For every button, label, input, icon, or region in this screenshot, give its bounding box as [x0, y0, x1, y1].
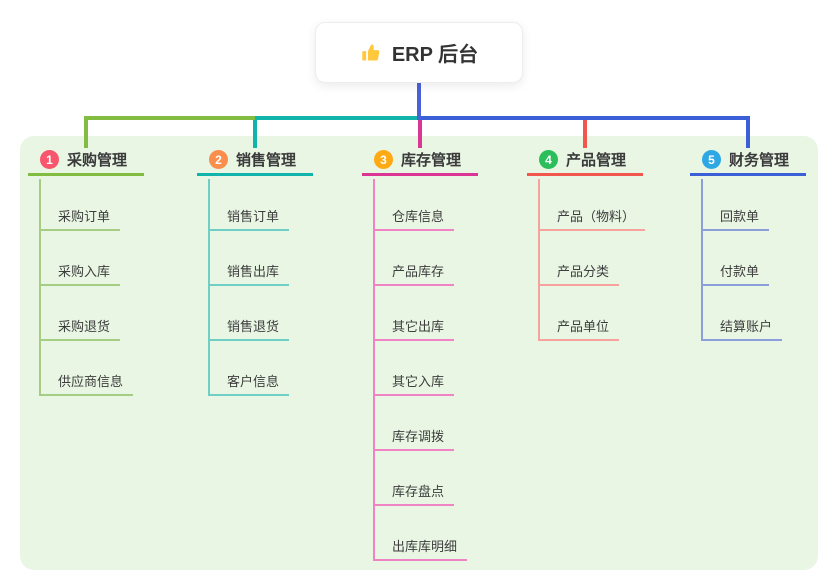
- branches-panel: [20, 136, 818, 570]
- child-node-label: 采购退货: [58, 319, 111, 334]
- child-node-label: 采购入库: [58, 264, 111, 279]
- child-node[interactable]: 客户信息: [208, 368, 290, 396]
- child-node-label: 付款单: [720, 264, 760, 279]
- child-node-label: 采购订单: [58, 209, 111, 224]
- child-node-label: 产品单位: [557, 319, 610, 334]
- child-node-label: 产品库存: [392, 264, 445, 279]
- branch-3-trunk-line: [373, 179, 375, 561]
- child-node[interactable]: 回款单: [701, 203, 770, 231]
- branch-4-title[interactable]: 4 产品管理: [527, 146, 643, 176]
- branch-2-title[interactable]: 2 销售管理: [197, 146, 313, 176]
- branch-1-badge: 1: [40, 150, 59, 169]
- branch-1-trunk-line: [39, 179, 41, 396]
- branch-5-drop-line: [746, 116, 750, 148]
- child-node[interactable]: 结算账户: [701, 313, 783, 341]
- branch-4-badge: 4: [539, 150, 558, 169]
- child-node[interactable]: 销售退货: [208, 313, 290, 341]
- top-bar-left-segment: [84, 116, 255, 120]
- branch-3-badge: 3: [374, 150, 393, 169]
- child-node[interactable]: 仓库信息: [373, 203, 455, 231]
- branch-3-title[interactable]: 3 库存管理: [362, 146, 478, 176]
- child-node-label: 其它入库: [392, 374, 445, 389]
- branch-5-title[interactable]: 5 财务管理: [690, 146, 806, 176]
- branch-5-trunk-line: [701, 179, 703, 341]
- child-node-label: 结算账户: [720, 319, 773, 334]
- root-label: ERP 后台: [391, 44, 479, 66]
- child-node-label: 销售订单: [227, 209, 280, 224]
- child-node-label: 销售出库: [227, 264, 280, 279]
- child-node[interactable]: 供应商信息: [39, 368, 134, 396]
- top-bar-middle-segment: [255, 116, 420, 120]
- child-node-label: 库存调拨: [392, 429, 445, 444]
- child-node[interactable]: 采购订单: [39, 203, 121, 231]
- child-node[interactable]: 采购入库: [39, 258, 121, 286]
- branch-4-trunk-line: [538, 179, 540, 341]
- child-node-label: 产品分类: [557, 264, 610, 279]
- child-node-label: 出库库明细: [392, 539, 458, 554]
- branch-3-label: 库存管理: [401, 152, 462, 169]
- root-stem-line: [417, 83, 421, 120]
- child-node-label: 其它出库: [392, 319, 445, 334]
- branch-5-label: 财务管理: [729, 152, 790, 169]
- child-node-label: 库存盘点: [392, 484, 445, 499]
- child-node[interactable]: 产品（物料）: [538, 203, 646, 231]
- child-node[interactable]: 产品分类: [538, 258, 620, 286]
- branch-3-drop-line: [418, 120, 422, 148]
- branch-2-trunk-line: [208, 179, 210, 396]
- child-node[interactable]: 采购退货: [39, 313, 121, 341]
- child-node-label: 仓库信息: [392, 209, 445, 224]
- root-node[interactable]: ERP 后台: [315, 22, 523, 83]
- child-node[interactable]: 其它出库: [373, 313, 455, 341]
- branch-2-label: 销售管理: [236, 152, 297, 169]
- branch-5-badge: 5: [702, 150, 721, 169]
- branch-4-drop-line: [583, 116, 587, 148]
- branch-1-drop-line: [84, 116, 88, 148]
- child-node[interactable]: 出库库明细: [373, 533, 468, 561]
- child-node-label: 供应商信息: [58, 374, 124, 389]
- child-node[interactable]: 产品单位: [538, 313, 620, 341]
- branch-1-title[interactable]: 1 采购管理: [28, 146, 144, 176]
- child-node-label: 产品（物料）: [557, 209, 636, 224]
- branch-1-label: 采购管理: [67, 152, 128, 169]
- branch-4-label: 产品管理: [566, 152, 627, 169]
- child-node-label: 回款单: [720, 209, 760, 224]
- child-node-label: 客户信息: [227, 374, 280, 389]
- child-node[interactable]: 付款单: [701, 258, 770, 286]
- child-node[interactable]: 销售出库: [208, 258, 290, 286]
- branch-2-drop-line: [253, 116, 257, 148]
- child-node[interactable]: 产品库存: [373, 258, 455, 286]
- child-node-label: 销售退货: [227, 319, 280, 334]
- thumbs-up-icon: [360, 42, 382, 64]
- child-node[interactable]: 其它入库: [373, 368, 455, 396]
- child-node[interactable]: 库存盘点: [373, 478, 455, 506]
- branch-2-badge: 2: [209, 150, 228, 169]
- child-node[interactable]: 库存调拨: [373, 423, 455, 451]
- child-node[interactable]: 销售订单: [208, 203, 290, 231]
- top-bar-right-segment: [420, 116, 750, 120]
